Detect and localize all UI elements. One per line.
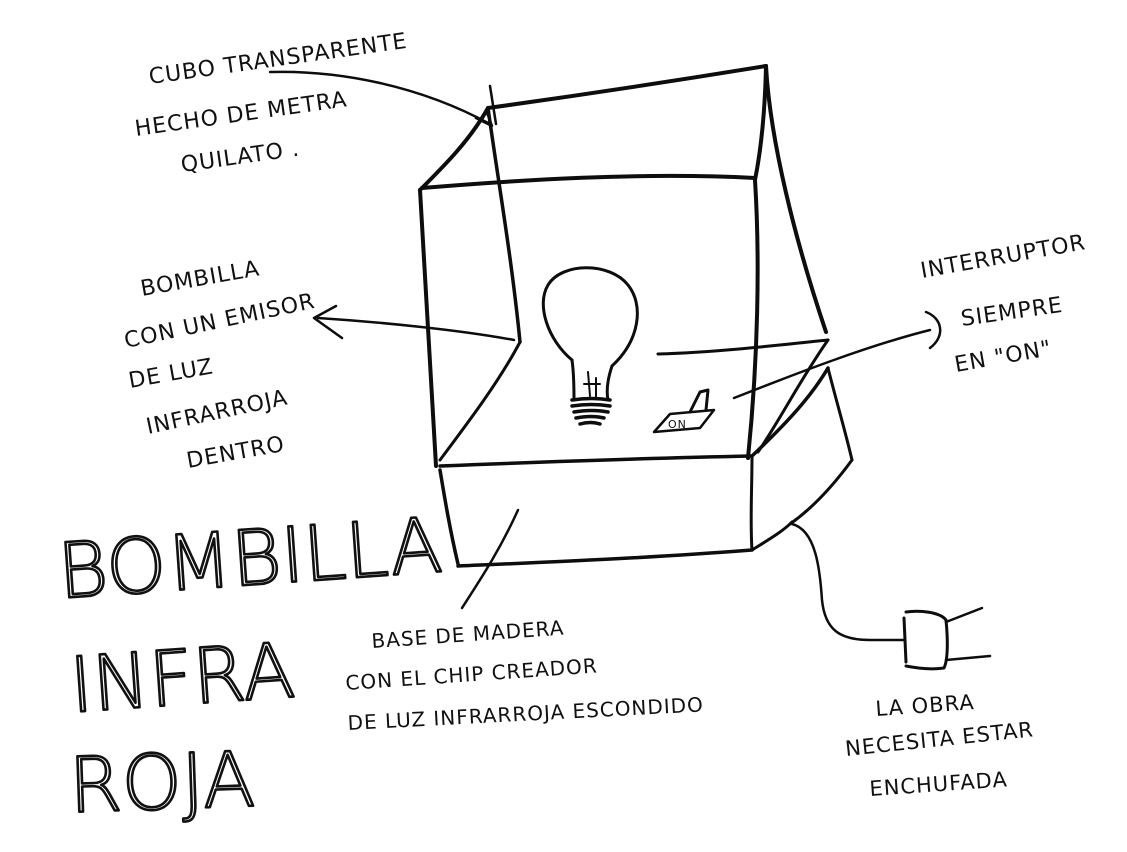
light-bulb-icon	[541, 266, 639, 426]
switch-annotation-line-3: EN "ON"	[953, 336, 1054, 378]
cube-annotation: CUBO TRANSPARENTE HECHO DE METRA QUILATO…	[133, 29, 409, 178]
annotation-arrows	[268, 70, 942, 610]
artwork-title: BOMBILLA INFRA ROJA	[54, 499, 446, 831]
transparent-cube	[418, 64, 830, 468]
bulb-annotation: BOMBILLA CON UN EMISOR DE LUZ INFRARROJA…	[122, 256, 318, 474]
base-annotation-line-2: CON EL CHIP CREADOR	[345, 653, 599, 695]
switch-on-label: ON	[668, 418, 687, 431]
base-annotation: BASE DE MADERA CON EL CHIP CREADOR DE LU…	[345, 616, 705, 735]
switch-annotation-line-1: INTERRUPTOR	[919, 230, 1088, 284]
plug-annotation-line-2: NECESITA ESTAR	[844, 717, 1035, 761]
bulb-annotation-line-3: DE LUZ	[127, 354, 216, 394]
switch-annotation: INTERRUPTOR SIEMPRE EN "ON"	[919, 230, 1088, 378]
base-annotation-line-3: DE LUZ INFRARROJA ESCONDIDO	[347, 692, 704, 735]
wooden-base	[438, 366, 854, 568]
bulb-annotation-line-1: BOMBILLA	[139, 256, 262, 302]
bulb-annotation-line-5: DENTRO	[185, 432, 287, 474]
title-line-3: ROJA	[68, 735, 257, 830]
cube-annotation-line-2: HECHO DE METRA	[133, 87, 349, 142]
switch-annotation-line-2: SIEMPRE	[959, 293, 1064, 332]
cube-annotation-line-3: QUILATO .	[179, 137, 301, 178]
title-line-2: INFRA	[67, 625, 297, 729]
bulb-annotation-line-4: INFRARROJA	[144, 385, 290, 439]
toggle-switch-icon: ON	[652, 388, 716, 434]
base-annotation-line-1: BASE DE MADERA	[371, 616, 565, 653]
title-line-1: BOMBILLA	[55, 500, 445, 616]
plug-annotation-line-3: ENCHUFADA	[869, 767, 1009, 801]
plug-annotation-line-1: LA OBRA	[875, 690, 976, 721]
power-plug-icon	[790, 522, 992, 671]
plug-annotation: LA OBRA NECESITA ESTAR ENCHUFADA	[844, 690, 1035, 801]
